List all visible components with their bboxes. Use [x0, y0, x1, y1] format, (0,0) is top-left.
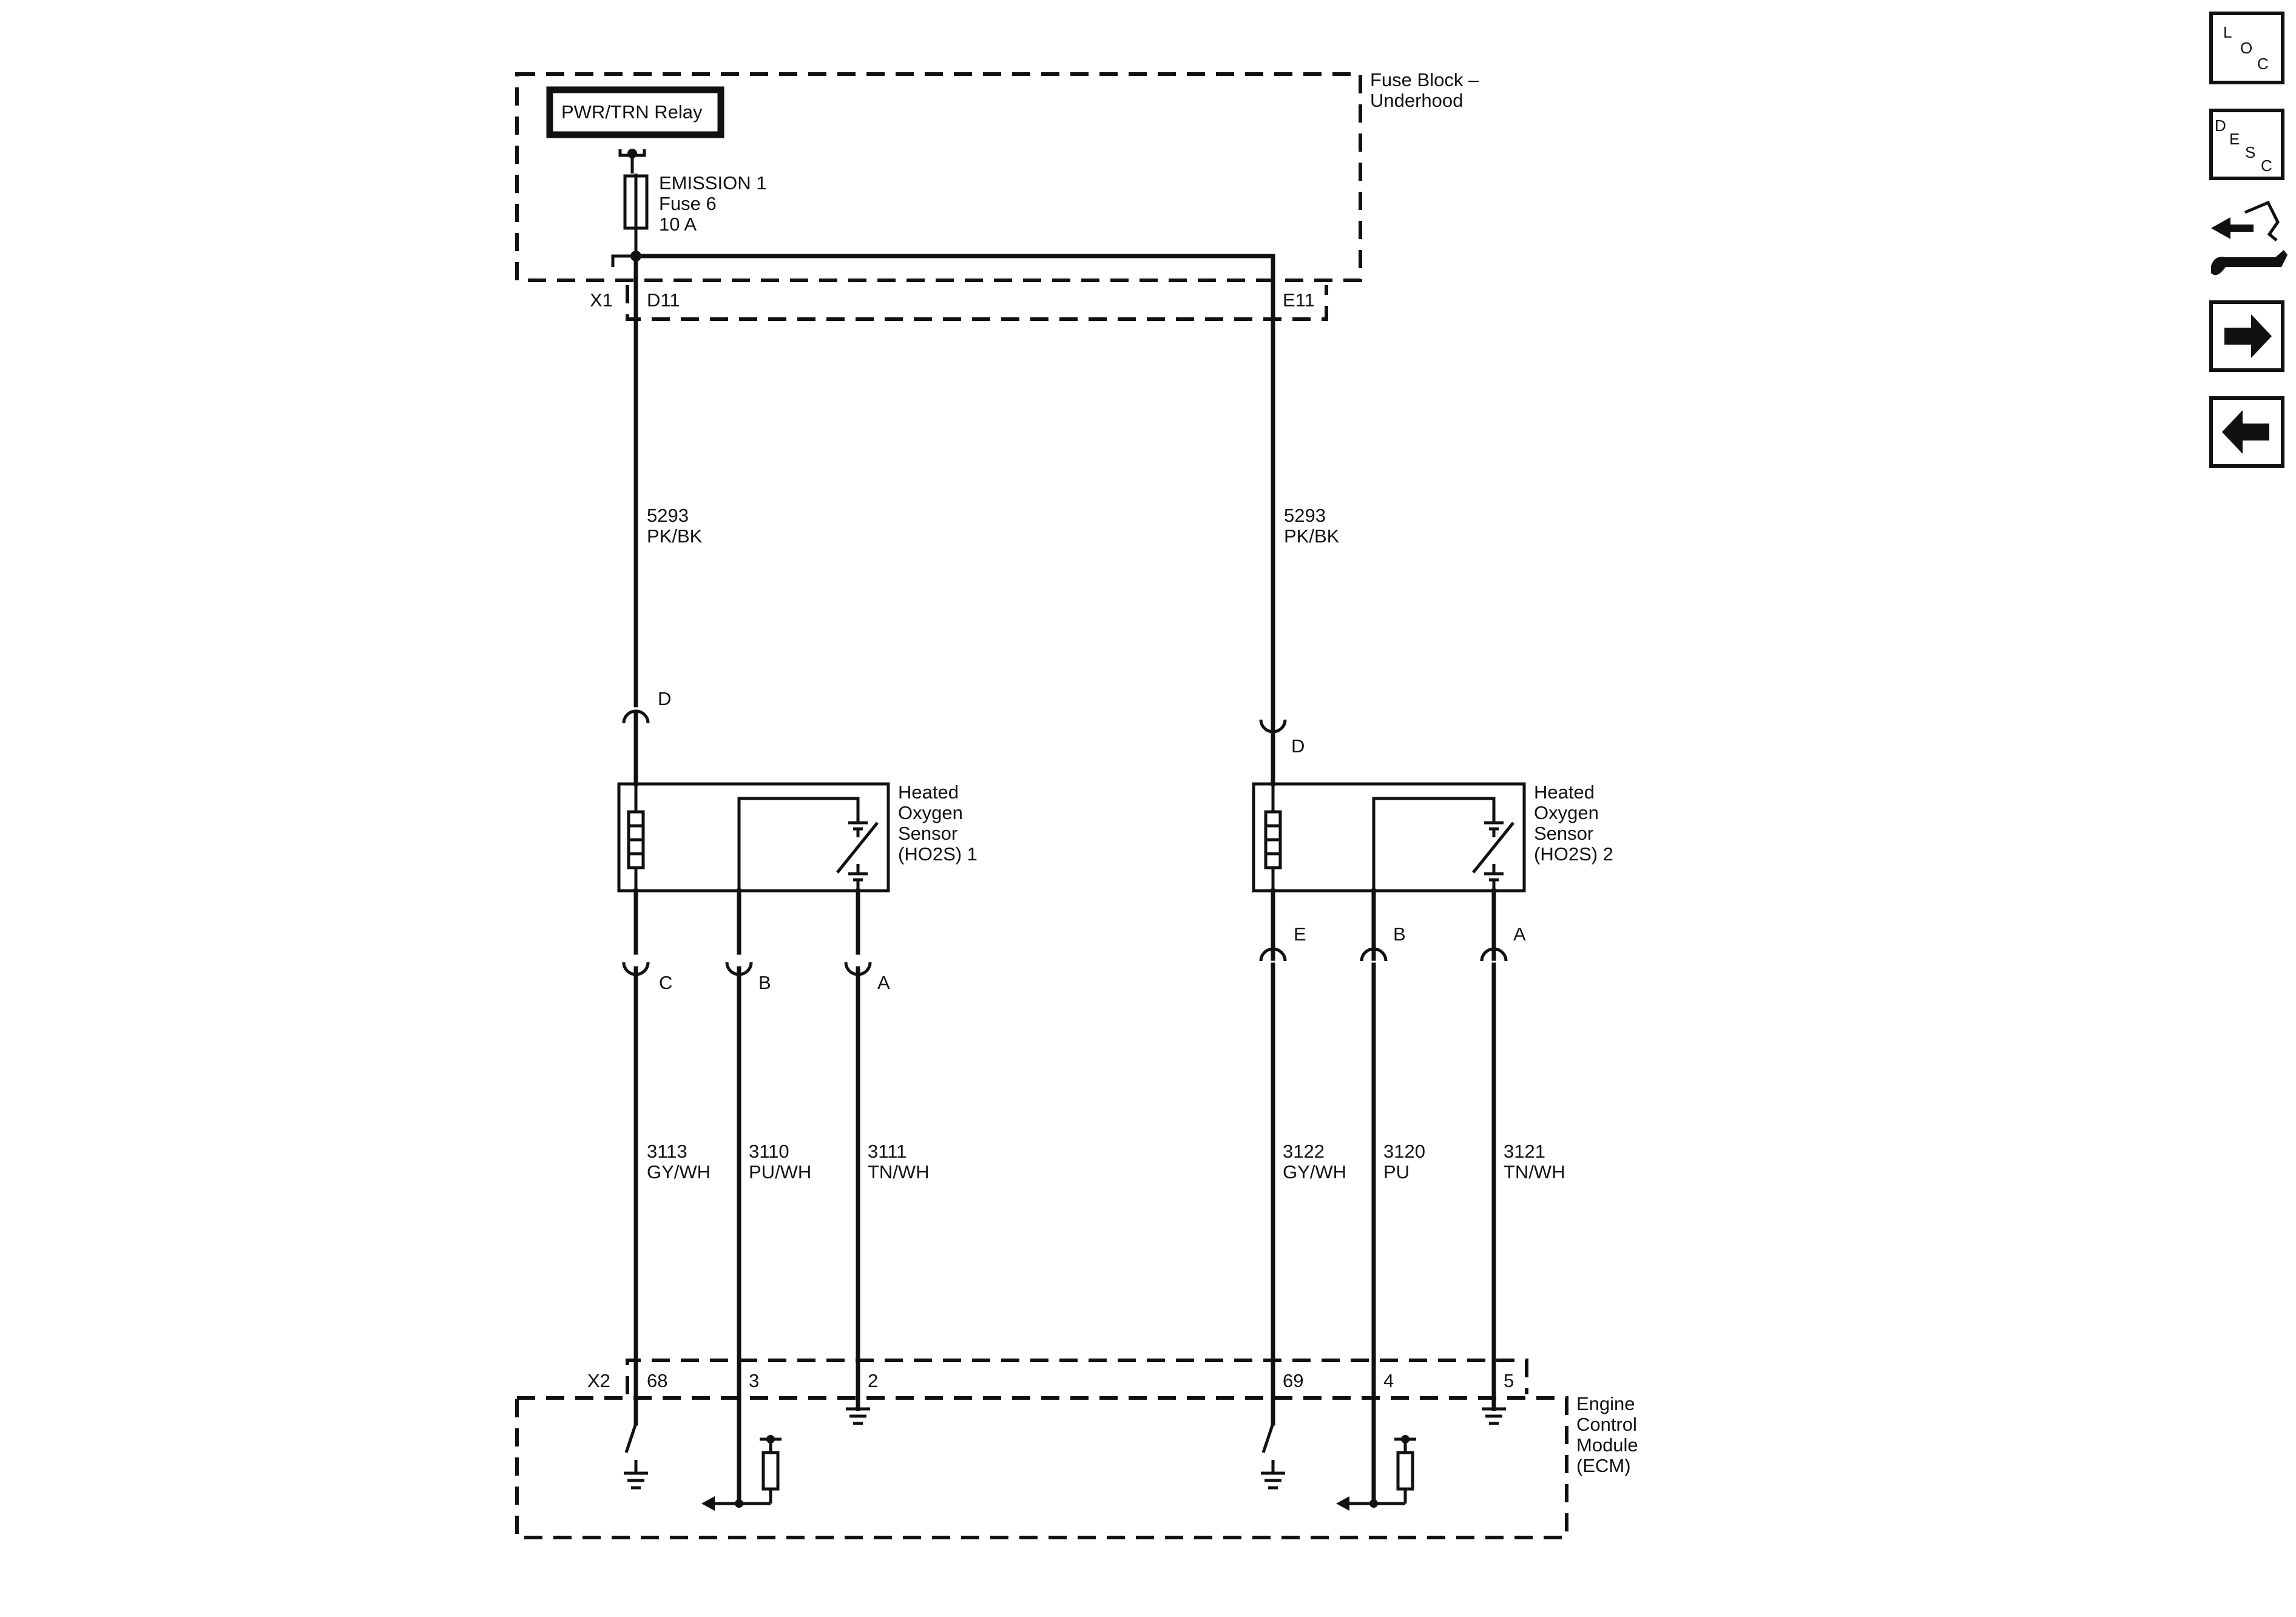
heated-oxygen-sensor-2	[1252, 782, 1526, 893]
s2-name-3: Sensor	[1534, 823, 1593, 844]
wire-5293-left-color: PK/BK	[647, 525, 703, 547]
s2-name-2: Oxygen	[1534, 802, 1599, 823]
s1-bottom-connectors	[622, 888, 872, 976]
ecm-name-2: Control	[1576, 1414, 1637, 1435]
diagnostic-wrench-icon[interactable]	[2211, 200, 2288, 275]
fuse-block-boundary	[515, 72, 1362, 282]
fuse-label-1: EMISSION 1	[659, 172, 766, 194]
w3110-circuit: 3110	[749, 1141, 789, 1162]
w3111-color: TN/WH	[868, 1161, 930, 1183]
s1-top-connector	[622, 709, 650, 724]
arrow-left-icon	[2222, 410, 2269, 454]
wire-5293-right-circuit: 5293	[1284, 505, 1326, 526]
w3113-color: GY/WH	[647, 1161, 711, 1183]
fuse-label-3: 10 A	[659, 214, 697, 235]
x2-connector-boundary	[626, 1359, 1528, 1394]
ecm-signal-input-1	[701, 1435, 782, 1511]
s1-pin-a: A	[877, 972, 890, 993]
pwr-trn-relay-box	[546, 86, 724, 138]
s1-sensing-element	[836, 821, 879, 891]
w3121-color: TN/WH	[1504, 1161, 1565, 1183]
ecm-signal-input-2	[1336, 1435, 1416, 1511]
s2-pin-b: B	[1393, 923, 1406, 945]
w3111-circuit: 3111	[868, 1141, 907, 1162]
heated-oxygen-sensor-1	[617, 782, 890, 893]
loc-letter-l: L	[2223, 23, 2232, 41]
ecm-pin-2: 2	[868, 1370, 878, 1391]
loc-button[interactable]: L O C	[2209, 12, 2284, 84]
s1-pin-b: B	[758, 972, 771, 993]
fuse-block-name-2: Underhood	[1370, 90, 1463, 111]
s2-name-4: (HO2S) 2	[1534, 843, 1613, 865]
next-arrow-button[interactable]	[2209, 300, 2284, 372]
loc-letter-c: C	[2257, 55, 2269, 73]
relay-tee-dot	[627, 149, 637, 158]
s1-pin-c: C	[659, 972, 672, 993]
w3110-color: PU/WH	[749, 1161, 811, 1183]
s2-name-1: Heated	[1534, 781, 1595, 803]
pwr-trn-relay-label: PWR/TRN Relay	[561, 101, 703, 123]
s2-signal-loop	[1372, 797, 1496, 891]
w3120-circuit: 3120	[1383, 1141, 1425, 1162]
ecm-pin-5: 5	[1504, 1370, 1514, 1391]
ecm-name-3: Module	[1576, 1434, 1638, 1456]
ecm-ground-1	[846, 1407, 870, 1425]
s2-pin-a: A	[1513, 923, 1526, 945]
desc-letter-e: E	[2229, 130, 2240, 148]
desc-letter-s: S	[2245, 143, 2255, 161]
x1-pin-d11: D11	[647, 289, 680, 311]
s1-name-3: Sensor	[898, 823, 957, 844]
ecm-name-4: (ECM)	[1576, 1455, 1631, 1476]
w3122-circuit: 3122	[1283, 1141, 1325, 1162]
w3121-circuit: 3121	[1504, 1141, 1545, 1162]
desc-letter-d: D	[2215, 116, 2226, 135]
s1-signal-loop	[737, 797, 860, 891]
ecm-pin-4: 4	[1383, 1370, 1394, 1391]
previous-arrow-button[interactable]	[2209, 396, 2284, 468]
s2-bottom-connectors	[1259, 888, 1508, 962]
ecm-heater-switch-2	[1261, 1423, 1285, 1490]
ecm-boundary	[515, 1396, 1568, 1539]
s1-name-4: (HO2S) 1	[898, 843, 977, 865]
w3120-color: PU	[1383, 1161, 1410, 1183]
ecm-name-1: Engine	[1576, 1393, 1635, 1414]
x2-connector-label: X2	[587, 1370, 610, 1391]
s2-pin-e: E	[1294, 923, 1306, 945]
w3113-circuit: 3113	[647, 1141, 687, 1162]
desc-button[interactable]: D E S C	[2209, 109, 2284, 180]
lower-wires	[633, 962, 1496, 1506]
ecm-pin-3: 3	[749, 1370, 759, 1391]
fuse-block-name-1: Fuse Block –	[1370, 69, 1479, 90]
desc-letter-c: C	[2261, 157, 2272, 175]
wire-5293-left-circuit: 5293	[647, 505, 689, 526]
s1-name-2: Oxygen	[898, 802, 963, 823]
x1-connector-boundary	[626, 285, 1328, 321]
arrow-right-icon	[2224, 314, 2272, 358]
s1-top-pin-label: D	[658, 688, 671, 709]
ecm-ground-2	[1482, 1407, 1506, 1425]
wire-5293-right-color: PK/BK	[1284, 525, 1340, 547]
ecm-pin-69: 69	[1283, 1370, 1303, 1391]
ecm-pin-68: 68	[647, 1370, 667, 1391]
s2-sensing-element	[1472, 821, 1514, 891]
splice-hook	[611, 254, 636, 267]
ecm-heater-switch-1	[624, 1423, 648, 1490]
s1-name-1: Heated	[898, 781, 959, 803]
x1-pin-e11: E11	[1283, 289, 1315, 311]
w3122-color: GY/WH	[1283, 1161, 1346, 1183]
loc-letter-o: O	[2240, 39, 2252, 57]
s2-top-pin-label: D	[1291, 735, 1305, 757]
fuse-label-2: Fuse 6	[659, 193, 717, 214]
x1-connector-label: X1	[590, 289, 613, 311]
